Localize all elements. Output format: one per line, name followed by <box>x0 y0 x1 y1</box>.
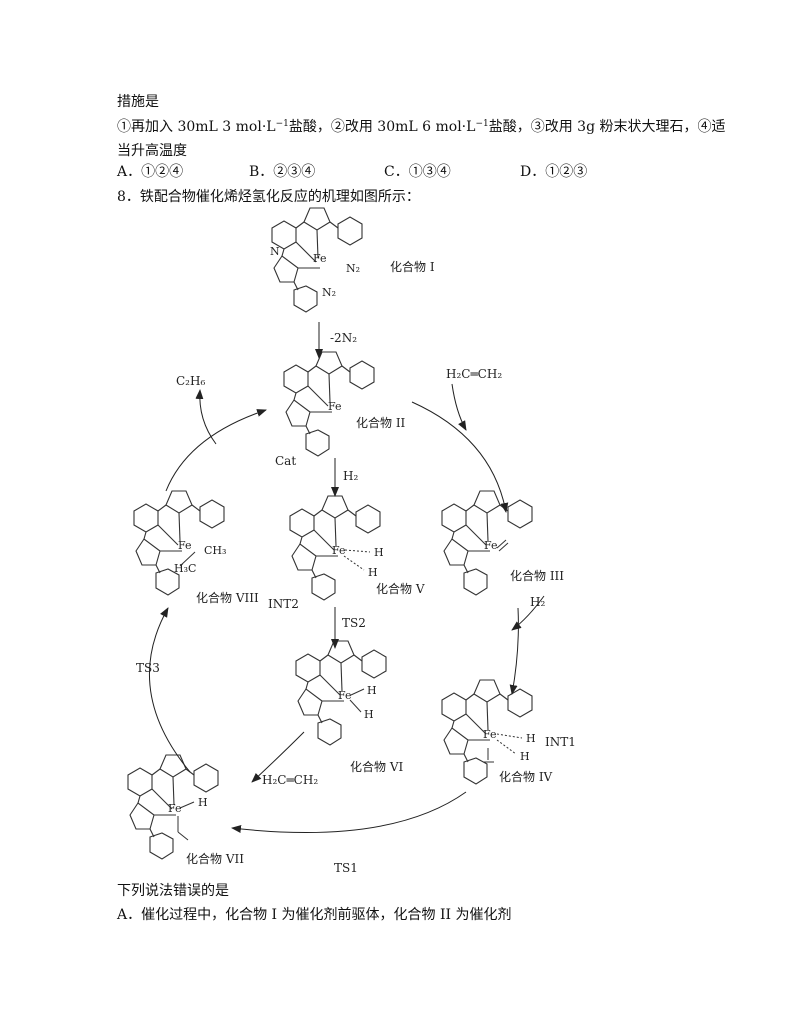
h-label: H <box>374 546 384 559</box>
option-c: C．①③④ <box>384 164 451 180</box>
h2-label: H₂ <box>343 469 358 483</box>
text-line-2: ①再加入 30mL 3 mol·L−1盐酸，②改用 30mL 6 mol·L−1… <box>117 117 726 137</box>
fe-label: Fe <box>332 544 346 557</box>
compound-iii-label: 化合物 III <box>510 568 564 583</box>
question-prompt: 下列说法错误的是 <box>117 883 229 899</box>
ethylene-label: H₂C═CH₂ <box>446 367 502 381</box>
h-label: H <box>368 566 378 579</box>
arrow-h2-in <box>511 595 545 631</box>
h-label: H <box>367 684 377 697</box>
compound-i-label: 化合物 I <box>390 259 435 274</box>
ts2-label: TS2 <box>342 616 366 630</box>
c2h6-label: C₂H₆ <box>176 374 205 388</box>
int1-label: INT1 <box>545 735 576 749</box>
option-b: B．②③④ <box>249 164 316 180</box>
text-line-2-c: 盐酸，③改用 3g 粉末状大理石，④适 <box>488 119 726 135</box>
fe-label: Fe <box>168 802 182 815</box>
option-a: A．①②④ <box>117 164 184 180</box>
h-label: H <box>526 732 536 745</box>
arrow-ts1 <box>231 791 467 833</box>
text-line-2-a: ①再加入 30mL 3 mol·L <box>117 119 276 135</box>
fe-label: Fe <box>313 252 327 265</box>
dotted-bonds <box>343 549 523 755</box>
fe-label: Fe <box>484 539 498 552</box>
answer-a: A．催化过程中，化合物 I 为催化剂前驱体，化合物 II 为催化剂 <box>117 907 512 923</box>
text-line-1: 措施是 <box>117 94 159 110</box>
option-d: D．①②③ <box>520 164 588 180</box>
compound-iv-label: 化合物 IV <box>499 769 553 784</box>
n2-label: N₂ <box>322 286 336 299</box>
superscript-2: −1 <box>475 119 489 129</box>
fe-label: Fe <box>328 400 342 413</box>
arrow-c2h6-out <box>195 389 217 445</box>
compound-labels: 化合物 I 化合物 II 化合物 III 化合物 IV 化合物 V 化合物 VI… <box>186 259 564 866</box>
h-label: H <box>520 750 530 763</box>
h-label: H <box>364 708 374 721</box>
ethylene-label: H₂C═CH₂ <box>262 773 318 787</box>
compound-ii-label: 化合物 II <box>356 415 406 430</box>
fe-label: Fe <box>178 539 192 552</box>
bonds <box>177 539 509 841</box>
compound-vi-label: 化合物 VI <box>350 759 403 774</box>
arrow-to-c2 <box>165 409 267 492</box>
cat-label: Cat <box>275 454 296 468</box>
arrow-to-c3 <box>411 401 509 513</box>
text-line-2-b: 盐酸，②改用 30mL 6 mol·L <box>288 119 476 135</box>
question-8: 8．铁配合物催化烯烃氢化反应的机理如图所示： <box>117 189 420 205</box>
arrow-to-c4 <box>509 607 519 695</box>
fe-label: Fe <box>483 728 497 741</box>
step-labels: -2N₂ C₂H₆ H₂C═CH₂ H₂ TS2 H₂ H₂C═CH₂ TS3 … <box>136 331 576 875</box>
superscript-1: −1 <box>275 119 289 129</box>
h2-label: H₂ <box>530 595 545 609</box>
text-line-3: 当升高温度 <box>117 143 187 159</box>
atom-labels: Fe N N₂ N₂ Fe Fe CH₃ H₃C Fe H H Fe Fe H … <box>168 245 536 815</box>
compound-vii-label: 化合物 VII <box>186 851 244 866</box>
n-label: N <box>270 245 280 258</box>
compound-v-label: 化合物 V <box>376 581 425 596</box>
minus-n2-label: -2N₂ <box>330 331 357 345</box>
int2-label: INT2 <box>268 597 299 611</box>
h3c-label: H₃C <box>174 562 196 575</box>
ch3-label: CH₃ <box>204 544 226 557</box>
n2-label: N₂ <box>346 262 360 275</box>
ts3-label: TS3 <box>136 661 160 675</box>
arrow-ethylene-in <box>451 383 467 431</box>
compound-viii-label: 化合物 VIII <box>196 590 259 605</box>
fe-label: Fe <box>338 689 352 702</box>
h-label: H <box>198 796 208 809</box>
ts1-label: TS1 <box>334 861 358 875</box>
arrow-ts3 <box>149 607 191 773</box>
arrow-ethylene-out <box>251 731 305 783</box>
